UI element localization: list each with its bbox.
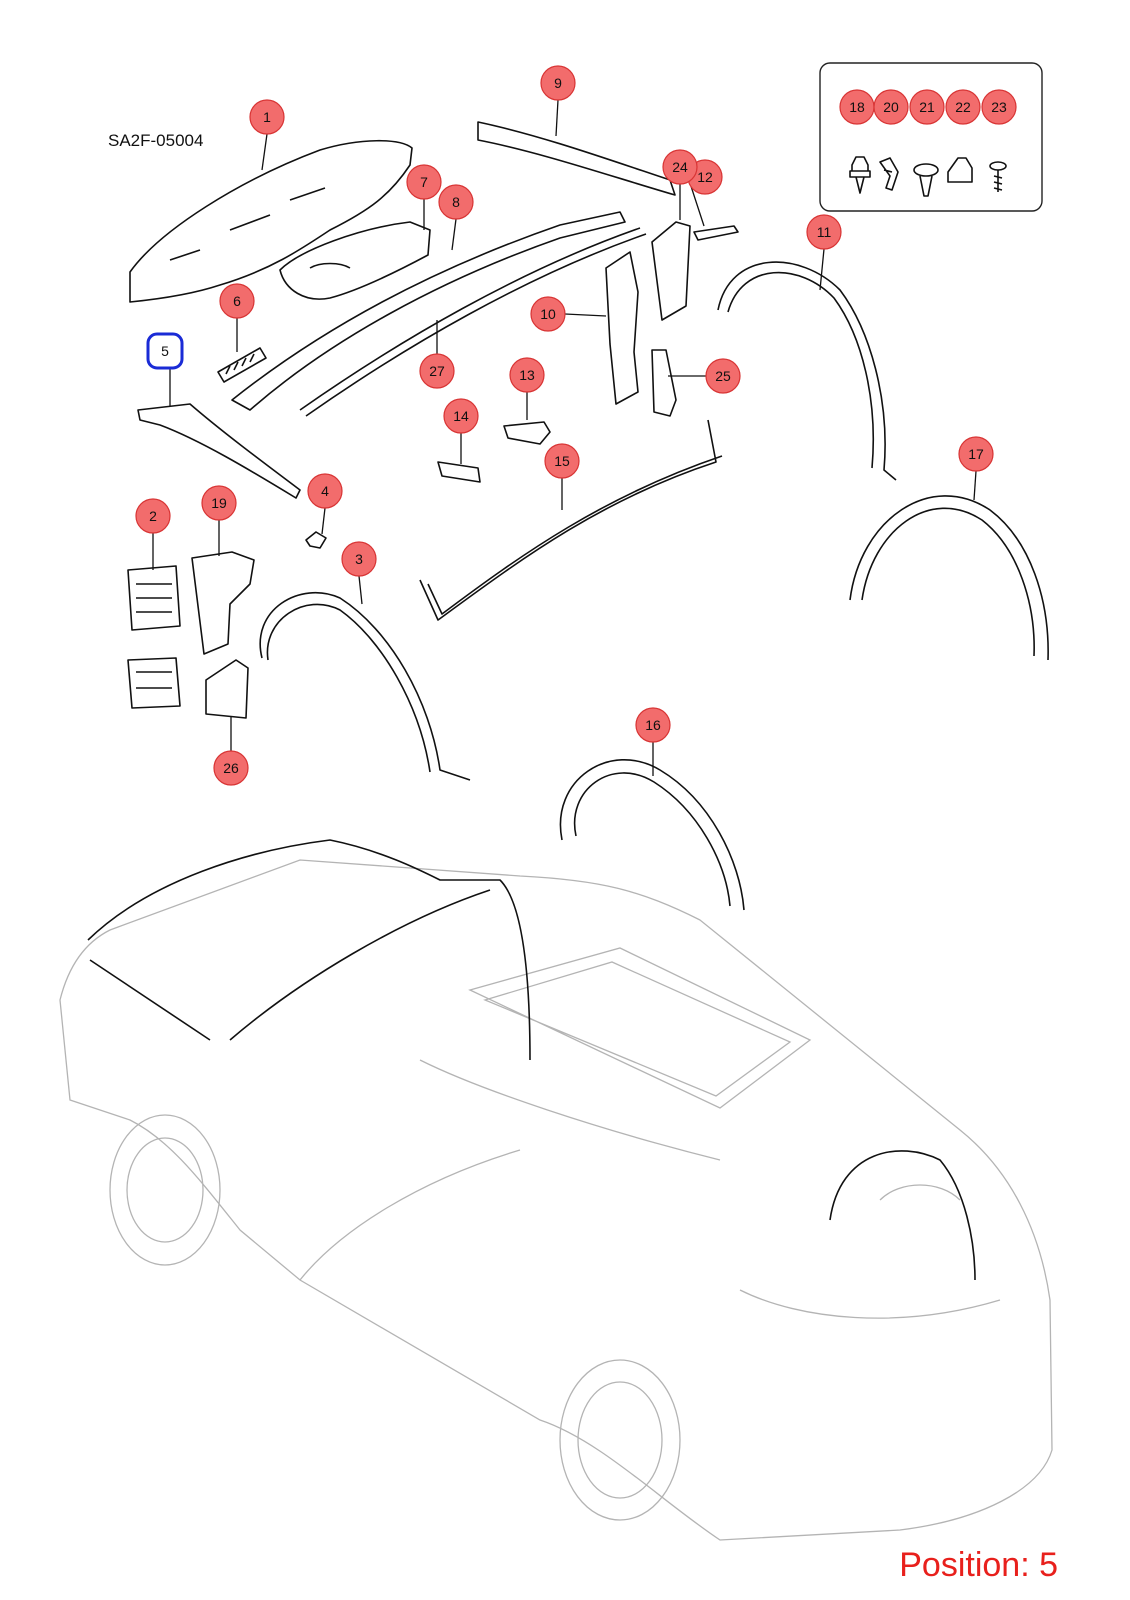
callout-20-label: 20 [883, 99, 899, 115]
callout-9[interactable]: 9 [540, 65, 576, 101]
part-27-seal-strip [299, 227, 647, 417]
callout-1[interactable]: 1 [249, 99, 285, 135]
part-14-clip [437, 461, 481, 483]
fastener-20-icon [879, 157, 899, 191]
callout-5-label: 5 [161, 343, 169, 359]
callout-14-label: 14 [453, 408, 469, 424]
part-15-seal [419, 419, 723, 621]
part-25-bracket [651, 349, 677, 417]
part-3-wheel-arch-liner [259, 592, 471, 781]
callout-27[interactable]: 27 [419, 353, 455, 389]
callout-19-label: 19 [211, 495, 227, 511]
leader-lines [152, 99, 977, 776]
callout-23[interactable]: 23 [981, 89, 1017, 125]
part-12-bracket [693, 225, 739, 241]
part-10-pillar-bracket [605, 251, 639, 405]
fastener-21-icon [913, 163, 939, 197]
fastener-23-icon [989, 161, 1007, 192]
callout-20[interactable]: 20 [873, 89, 909, 125]
part-19-bracket [191, 551, 255, 655]
callout-5-selected[interactable]: 5 [146, 332, 184, 370]
callout-6[interactable]: 6 [219, 283, 255, 319]
callout-24-label: 24 [672, 159, 688, 175]
callout-15-label: 15 [554, 453, 570, 469]
part-5-trim-bracket [137, 403, 301, 499]
installed-parts-outline [87, 839, 976, 1281]
callout-16-label: 16 [645, 717, 661, 733]
callout-7-label: 7 [420, 174, 428, 190]
callout-26[interactable]: 26 [213, 750, 249, 786]
callout-14[interactable]: 14 [443, 398, 479, 434]
callout-3[interactable]: 3 [341, 541, 377, 577]
callout-18[interactable]: 18 [839, 89, 875, 125]
part-17-wheel-arch-moulding [849, 495, 1049, 661]
callout-18-label: 18 [849, 99, 865, 115]
callout-15[interactable]: 15 [544, 443, 580, 479]
vehicle-outline [59, 859, 1053, 1541]
part-11-wheel-arch-moulding [717, 261, 897, 481]
callout-1-label: 1 [263, 109, 271, 125]
fastener-22-icon [947, 157, 973, 183]
callout-27-label: 27 [429, 363, 445, 379]
part-1-rear-underbody-panel [129, 139, 413, 303]
callout-4-label: 4 [321, 483, 329, 499]
fastener-18-icon [849, 156, 871, 194]
callout-26-label: 26 [223, 760, 239, 776]
part-2-air-extractor [127, 565, 181, 709]
fasteners-inset-box [819, 62, 1043, 212]
callout-3-label: 3 [355, 551, 363, 567]
part-13-clip [503, 421, 551, 445]
callout-7[interactable]: 7 [406, 164, 442, 200]
callout-11-label: 11 [817, 224, 832, 240]
callout-8[interactable]: 8 [438, 184, 474, 220]
part-8-upper-rail [231, 211, 626, 411]
callout-6-label: 6 [233, 293, 241, 309]
callout-13[interactable]: 13 [509, 357, 545, 393]
callout-17[interactable]: 17 [958, 436, 994, 472]
part-6-vent-grille [217, 347, 267, 383]
callout-9-label: 9 [554, 75, 562, 91]
part-9-sill-panel [477, 121, 676, 196]
callout-23-label: 23 [991, 99, 1007, 115]
callout-11[interactable]: 11 [806, 214, 842, 250]
document-code: SA2F-05004 [108, 131, 204, 150]
callout-21[interactable]: 21 [909, 89, 945, 125]
callout-13-label: 13 [519, 367, 535, 383]
callout-4[interactable]: 4 [307, 473, 343, 509]
position-label: Position: 5 [899, 1546, 1058, 1584]
callout-25-label: 25 [715, 368, 731, 384]
part-4-clip [305, 531, 327, 549]
callout-2[interactable]: 2 [135, 498, 171, 534]
callout-22[interactable]: 22 [945, 89, 981, 125]
callout-2-label: 2 [149, 508, 157, 524]
callout-10[interactable]: 10 [530, 296, 566, 332]
callout-17-label: 17 [968, 446, 984, 462]
callout-12-label: 12 [697, 169, 713, 185]
callout-19[interactable]: 19 [201, 485, 237, 521]
callout-24[interactable]: 24 [662, 149, 698, 185]
part-16-wheel-arch-moulding [559, 759, 745, 911]
callout-22-label: 22 [955, 99, 971, 115]
part-24-bracket [651, 221, 691, 321]
part-26-bracket [205, 659, 249, 719]
part-7-spare-wheel-tray [279, 221, 431, 300]
callout-21-label: 21 [919, 99, 935, 115]
callout-10-label: 10 [540, 306, 556, 322]
callout-25[interactable]: 25 [705, 358, 741, 394]
callout-8-label: 8 [452, 194, 460, 210]
callout-16[interactable]: 16 [635, 707, 671, 743]
